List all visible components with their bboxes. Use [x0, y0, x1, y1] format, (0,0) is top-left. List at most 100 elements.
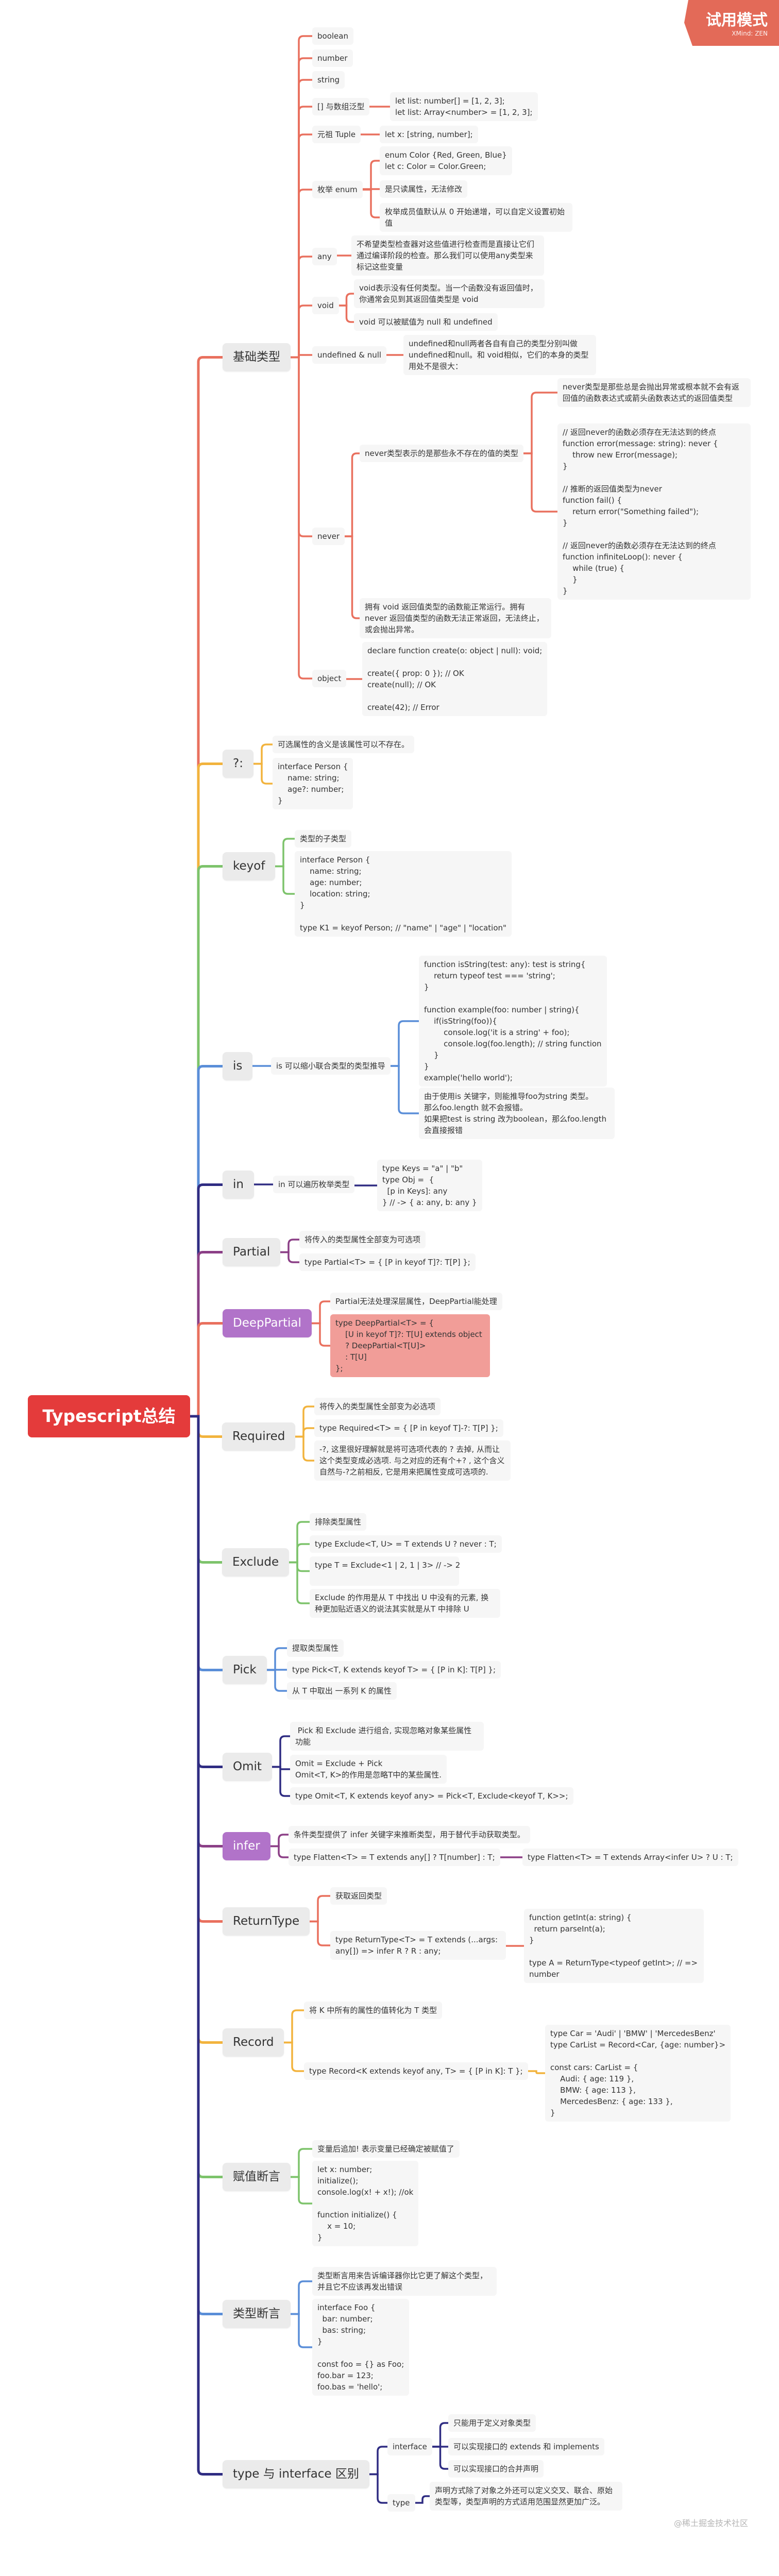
infer-flatten-alt-code[interactable]: type Flatten<T> = T extends Array<infer … [522, 1849, 738, 1866]
omit-formula[interactable]: Omit = Exclude + Pick Omit<T, K>的作用是忽略T中… [290, 1755, 447, 1784]
object-code-example[interactable]: declare function create(o: object | null… [362, 642, 548, 716]
partial-code[interactable]: type Partial<T> = { [P in keyof T]?: T[P… [299, 1253, 476, 1271]
branch-type-assertion[interactable]: 类型断言 [223, 2300, 291, 2328]
infer-flatten-code[interactable]: type Flatten<T> = T extends any[] ? T[nu… [289, 1849, 500, 1866]
topic-type[interactable]: type [387, 2494, 415, 2512]
type-declaration-note[interactable]: 声明方式除了对象之外还可以定义交叉、联合、原始类型等，类型声明的方式适用范围显然… [430, 2482, 622, 2511]
topic-string[interactable]: string [312, 71, 345, 89]
never-vs-void-note[interactable]: 拥有 void 返回值类型的函数能正常运行。拥有 never 返回值类型的函数无… [360, 598, 551, 638]
branch-is[interactable]: is [223, 1052, 253, 1080]
root-topic[interactable]: Typescript总结 [28, 1395, 190, 1437]
connector [269, 1845, 290, 1858]
never-definition[interactable]: never类型表示的是那些永不存在的值的类型 [360, 445, 524, 462]
branch-definite-assignment[interactable]: 赋值断言 [223, 2163, 291, 2191]
void-note[interactable]: void表示没有任何类型。当一个函数没有返回值时，你通常会见到其返回值类型是 v… [354, 279, 545, 308]
definite-assignment-code[interactable]: let x: number; initialize(); console.log… [312, 2161, 419, 2246]
never-note[interactable]: never类型是那些总是会抛出异常或根本就不会有返回值的函数表达式或箭头函数表达… [557, 378, 751, 407]
is-note[interactable]: is 可以缩小联合类型的类型推导 [271, 1057, 391, 1075]
exclude-code[interactable]: type Exclude<T, U> = T extends U ? never… [310, 1535, 502, 1553]
trial-mode-badge[interactable]: 试用模式 XMind: ZEN [670, 0, 779, 46]
exclude-note[interactable]: 排除类型属性 [310, 1513, 367, 1531]
infer-note[interactable]: 条件类型提供了 infer 关键字来推断类型，用于替代手动获取类型。 [289, 1826, 530, 1843]
branch-partial[interactable]: Partial [223, 1238, 281, 1266]
interface-object-only[interactable]: 只能用于定义对象类型 [448, 2414, 536, 2432]
branch-record[interactable]: Record [223, 2028, 284, 2057]
connector [189, 1251, 224, 1418]
array-example[interactable]: let list: number[] = [1, 2, 3]; let list… [390, 92, 538, 121]
branch-required[interactable]: Required [222, 1422, 296, 1451]
connector [189, 1415, 224, 2178]
topic-number[interactable]: number [312, 49, 353, 67]
never-code-example[interactable]: // 返回never的函数必须存在无法达到的终点 function error(… [557, 423, 751, 600]
branch-keyof[interactable]: keyof [223, 852, 276, 880]
topic-undefined-null[interactable]: undefined & null [312, 346, 387, 364]
is-explanation[interactable]: 由于使用is 关键字，则能推导foo为string 类型。 那么foo.leng… [419, 1088, 615, 1139]
tuple-example[interactable]: let x: [string, number]; [380, 126, 478, 143]
topic-any[interactable]: any [312, 248, 337, 265]
omit-code[interactable]: type Omit<T, K extends keyof any> = Pick… [290, 1787, 573, 1805]
branch-type-vs-interface[interactable]: type 与 interface 区别 [223, 2460, 369, 2488]
connector [189, 762, 224, 1418]
topic-boolean[interactable]: boolean [312, 27, 353, 45]
omit-note[interactable]: Pick 和 Exclude 进行组合, 实现忽略对象某些属性功能 [290, 1722, 484, 1751]
undefined-null-note[interactable]: undefined和null两者各自有自己的类型分别叫做undefined和nu… [403, 335, 596, 375]
record-example[interactable]: type Car = 'Audi' | 'BMW' | 'MercedesBen… [545, 2025, 731, 2122]
pick-code[interactable]: type Pick<T, K extends keyof T> = { [P i… [287, 1661, 501, 1679]
topic-interface[interactable]: interface [387, 2438, 432, 2455]
topic-array[interactable]: [] 与数组泛型 [312, 98, 370, 115]
partial-note[interactable]: 将传入的类型属性全部变为可选项 [299, 1231, 426, 1248]
pick-note[interactable]: 提取类型属性 [287, 1639, 344, 1657]
topic-tuple[interactable]: 元祖 Tuple [312, 126, 361, 143]
keyof-note[interactable]: 类型的子类型 [295, 830, 352, 848]
exclude-explanation[interactable]: Exclude 的作用是从 T 中找出 U 中没有的元素, 换种更加贴近语义的说… [310, 1589, 500, 1618]
branch-basic-types[interactable]: 基础类型 [223, 343, 291, 371]
in-note[interactable]: in 可以遍历枚举类型 [273, 1176, 355, 1193]
topic-void[interactable]: void [312, 297, 339, 314]
enum-example[interactable]: enum Color {Red, Green, Blue} let c: Col… [380, 146, 512, 175]
branch-infer[interactable]: infer [223, 1832, 270, 1860]
interface-merge-declaration[interactable]: 可以实现接口的合并声明 [448, 2460, 544, 2478]
connector [290, 35, 313, 359]
connector [252, 743, 274, 765]
return-type-example[interactable]: function getInt(a: string) { return pars… [524, 1909, 704, 1983]
required-note[interactable]: 将传入的类型属性全部变为必选项 [314, 1398, 441, 1415]
required-explanation[interactable]: -?, 这里很好理解就是将可选项代表的 ? 去掉, 从而让这个类型变成必选项. … [314, 1440, 511, 1481]
record-code[interactable]: type Record<K extends keyof any, T> = { … [304, 2062, 528, 2080]
branch-return-type[interactable]: ReturnType [223, 1907, 310, 1936]
branch-pick[interactable]: Pick [223, 1656, 267, 1684]
connector [274, 838, 296, 868]
exclude-example[interactable]: type T = Exclude<1 | 2, 1 | 3> // -> 2 [310, 1556, 460, 1586]
branch-omit[interactable]: Omit [223, 1753, 272, 1781]
connector [189, 1415, 224, 1923]
pick-explanation[interactable]: 从 T 中取出 一系列 K 的属性 [287, 1682, 397, 1700]
is-code[interactable]: function isString(test: any): test is st… [419, 956, 607, 1087]
connector [522, 392, 558, 454]
type-assertion-code[interactable]: interface Foo { bar: number; bas: string… [312, 2299, 410, 2396]
optional-note[interactable]: 可选属性的含义是该属性可以不存在。 [273, 736, 415, 753]
type-assertion-note[interactable]: 类型断言用来告诉编译器你比它更了解这个类型，并且它不应该再发出错误 [312, 2267, 497, 2296]
return-type-code[interactable]: type ReturnType<T> = T extends (...args:… [330, 1931, 506, 1960]
optional-code[interactable]: interface Person { name: string; age?: n… [273, 758, 353, 809]
in-code[interactable]: type Keys = "a" | "b" type Obj = { [p in… [377, 1160, 482, 1211]
topic-enum[interactable]: 枚举 enum [312, 181, 363, 198]
interface-extends-implements[interactable]: 可以实现接口的 extends 和 implements [448, 2438, 604, 2455]
deep-partial-code[interactable]: type DeepPartial<T> = { [U in keyof T]?:… [330, 1314, 490, 1377]
required-code[interactable]: type Required<T> = { [P in keyof T]-?: T… [314, 1419, 503, 1437]
definite-assignment-note[interactable]: 变量后追加! 表示变量已经确定被赋值了 [312, 2140, 460, 2158]
branch-optional[interactable]: ?: [223, 750, 253, 778]
enum-readonly-note[interactable]: 是只读属性，无法修改 [380, 180, 468, 198]
keyof-code[interactable]: interface Person { name: string; age: nu… [295, 851, 512, 937]
branch-deep-partial[interactable]: DeepPartial [223, 1309, 312, 1337]
connector [290, 356, 313, 537]
deep-partial-note[interactable]: Partial无法处理深层属性，DeepPartial能处理 [330, 1293, 502, 1310]
topic-never[interactable]: never [312, 528, 345, 545]
topic-object[interactable]: object [312, 670, 347, 687]
void-assign-note[interactable]: void 可以被赋值为 null 和 undefined [354, 313, 498, 331]
return-type-note[interactable]: 获取返回类型 [330, 1887, 387, 1905]
branch-in[interactable]: in [223, 1171, 254, 1199]
enum-initial-value-note[interactable]: 枚举成员值默认从 0 开始递增，可以自定义设置初始值 [380, 203, 572, 232]
any-note[interactable]: 不希望类型检查器对这些值进行检查而是直接让它们通过编译阶段的检查。那么我们可以使… [351, 235, 544, 276]
connector [309, 1920, 331, 1946]
record-note[interactable]: 将 K 中所有的属性的值转化为 T 类型 [304, 2002, 443, 2019]
branch-exclude[interactable]: Exclude [222, 1548, 290, 1577]
